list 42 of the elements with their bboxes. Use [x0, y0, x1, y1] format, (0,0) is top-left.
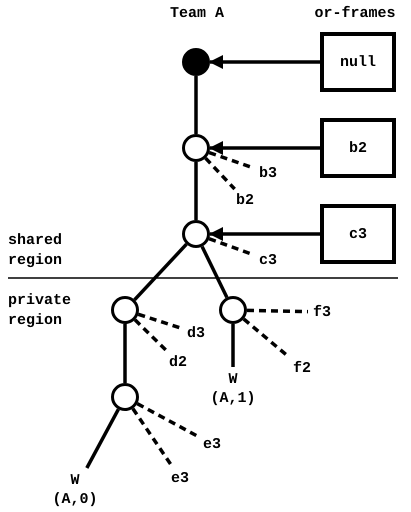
- branch-label: d3: [184, 324, 208, 342]
- arrow: [209, 141, 320, 155]
- branch-label: f3: [310, 303, 334, 321]
- branch-label: b2: [233, 191, 257, 209]
- dashed-line: [204, 156, 236, 190]
- dashed-line: [134, 318, 168, 352]
- frame-box: [320, 32, 396, 92]
- node-circle: [182, 220, 210, 248]
- node-circle: [219, 296, 247, 324]
- node-circle: [111, 383, 139, 411]
- node-circle: [111, 296, 139, 324]
- tree-line: [200, 246, 228, 298]
- branch-label: f2: [290, 359, 314, 377]
- filled-node-circle: [182, 48, 210, 76]
- dashed-line: [136, 402, 199, 438]
- branch-label: c3: [256, 251, 280, 269]
- tree-line: [194, 162, 198, 220]
- tree-line: [123, 324, 127, 383]
- column-heading: or-frames: [313, 4, 396, 24]
- branch-label: d2: [166, 353, 190, 371]
- dashed-line: [246, 308, 308, 314]
- frame-box: [320, 118, 396, 178]
- branch-label: b3: [256, 164, 280, 182]
- frame-box: [320, 204, 396, 264]
- leaf-label: W (A,0): [45, 470, 105, 510]
- tree-line: [85, 408, 120, 469]
- frame-label: null: [340, 54, 376, 70]
- region-label: shared region: [8, 231, 64, 271]
- node-circle: [182, 134, 210, 162]
- tree-line: [231, 324, 235, 367]
- branch-label: e3: [168, 469, 192, 487]
- column-heading: Team A: [168, 4, 225, 24]
- tree-line: [133, 243, 188, 301]
- frame-label: b2: [348, 140, 367, 156]
- tree-line: [194, 76, 198, 134]
- arrow: [209, 227, 320, 241]
- frame-label: c3: [348, 226, 367, 242]
- leaf-label: W (A,1): [203, 369, 263, 409]
- arrow: [209, 55, 320, 69]
- branch-label: e3: [200, 435, 224, 453]
- region-label: private region: [8, 291, 72, 331]
- dashed-line: [131, 408, 174, 468]
